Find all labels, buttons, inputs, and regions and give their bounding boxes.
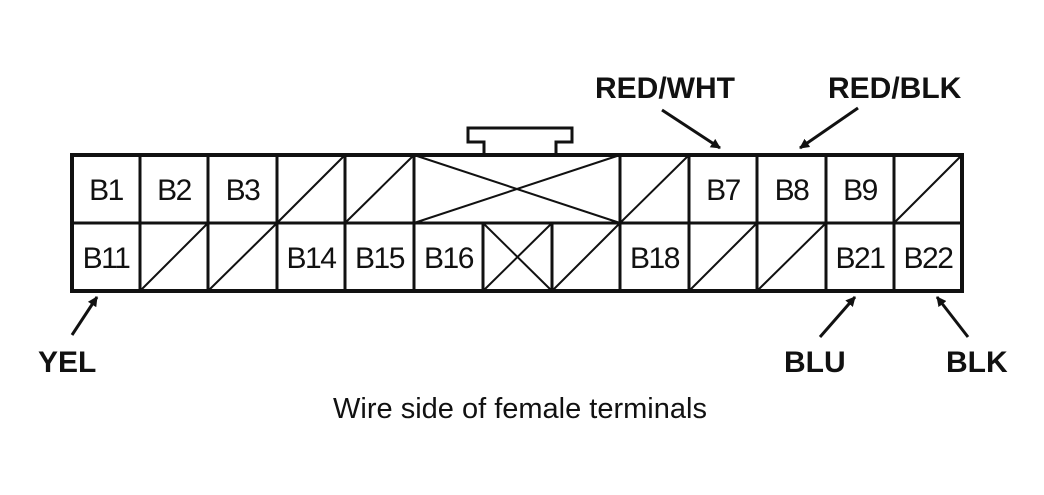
terminal-label: B9 <box>843 174 878 207</box>
cavity-bottom-12: B21 <box>824 221 896 293</box>
terminal-label: B11 <box>83 242 130 275</box>
wire-label-b8: RED/BLK <box>828 72 962 105</box>
empty-cavity-slash-icon <box>893 154 963 224</box>
wire-label-b22: BLK <box>946 346 1008 379</box>
terminal-label: B16 <box>424 242 474 275</box>
cavity-top-4 <box>275 153 347 225</box>
cavity-bottom-9: B18 <box>618 221 691 293</box>
arrow-b11-icon <box>70 296 99 336</box>
terminal-label: B1 <box>89 174 124 207</box>
blocked-cavity-cross-icon <box>482 222 553 292</box>
wire-label-b21: BLU <box>784 346 846 379</box>
wire-callout-b11: YEL <box>38 296 99 379</box>
cavity-bottom-4: B14 <box>275 221 347 293</box>
empty-cavity-slash-icon <box>619 154 690 224</box>
empty-cavity-slash-icon <box>688 222 758 292</box>
blocked-cavity-cross-icon <box>413 154 621 224</box>
wire-callout-b21: BLU <box>784 296 857 379</box>
cavity-bottom-7 <box>481 221 554 293</box>
wire-callout-b8: RED/BLK <box>799 72 962 150</box>
terminal-label: B2 <box>157 174 192 207</box>
wire-label-b7: RED/WHT <box>595 72 735 105</box>
cavity-top-8: B7 <box>687 153 759 225</box>
cavity-bottom-10 <box>687 221 759 293</box>
cavity-top-7 <box>618 153 691 225</box>
terminal-label: B18 <box>630 242 680 275</box>
cavity-bottom-1: B11 <box>70 221 142 293</box>
terminal-label: B15 <box>355 242 405 275</box>
wire-callout-b7: RED/WHT <box>595 72 735 150</box>
cavity-bottom-3 <box>206 221 279 293</box>
connector-outline <box>70 153 964 293</box>
cavity-top-5 <box>343 153 416 225</box>
diagram-caption: Wire side of female terminals <box>333 393 707 425</box>
arrow-b21-icon <box>818 296 857 338</box>
cavity-top-6 <box>412 153 622 225</box>
arrow-b8-icon <box>799 106 859 150</box>
terminal-label: B8 <box>775 174 810 207</box>
cavity-bottom-5: B15 <box>343 221 416 293</box>
empty-cavity-slash-icon <box>207 222 278 292</box>
terminal-label: B21 <box>836 242 886 275</box>
wire-label-b11: YEL <box>38 346 96 379</box>
cavity-bottom-11 <box>755 221 828 293</box>
cavity-top-1: B1 <box>70 153 142 225</box>
empty-cavity-slash-icon <box>276 154 346 224</box>
cavity-bottom-8 <box>550 221 622 293</box>
empty-cavity-slash-icon <box>344 154 415 224</box>
cavity-top-10: B9 <box>824 153 896 225</box>
empty-cavity-slash-icon <box>756 222 827 292</box>
arrow-b22-icon <box>935 296 970 338</box>
terminal-label: B14 <box>287 242 337 275</box>
connector-lock-tab <box>466 126 574 155</box>
cavity-top-3: B3 <box>206 153 279 225</box>
cavity-top-9: B8 <box>755 153 828 225</box>
empty-cavity-slash-icon <box>551 222 621 292</box>
cavity-bottom-2 <box>138 221 210 293</box>
cavity-bottom-6: B16 <box>412 221 485 293</box>
cavity-top-11 <box>892 153 964 225</box>
cavity-top-2: B2 <box>138 153 210 225</box>
terminal-label: B3 <box>226 174 261 207</box>
terminal-label: B7 <box>706 174 741 207</box>
empty-cavity-slash-icon <box>139 222 209 292</box>
wire-callout-b22: BLK <box>935 296 1008 379</box>
cavity-bottom-13: B22 <box>892 221 964 293</box>
arrow-b7-icon <box>661 108 721 150</box>
terminal-label: B22 <box>904 242 954 275</box>
